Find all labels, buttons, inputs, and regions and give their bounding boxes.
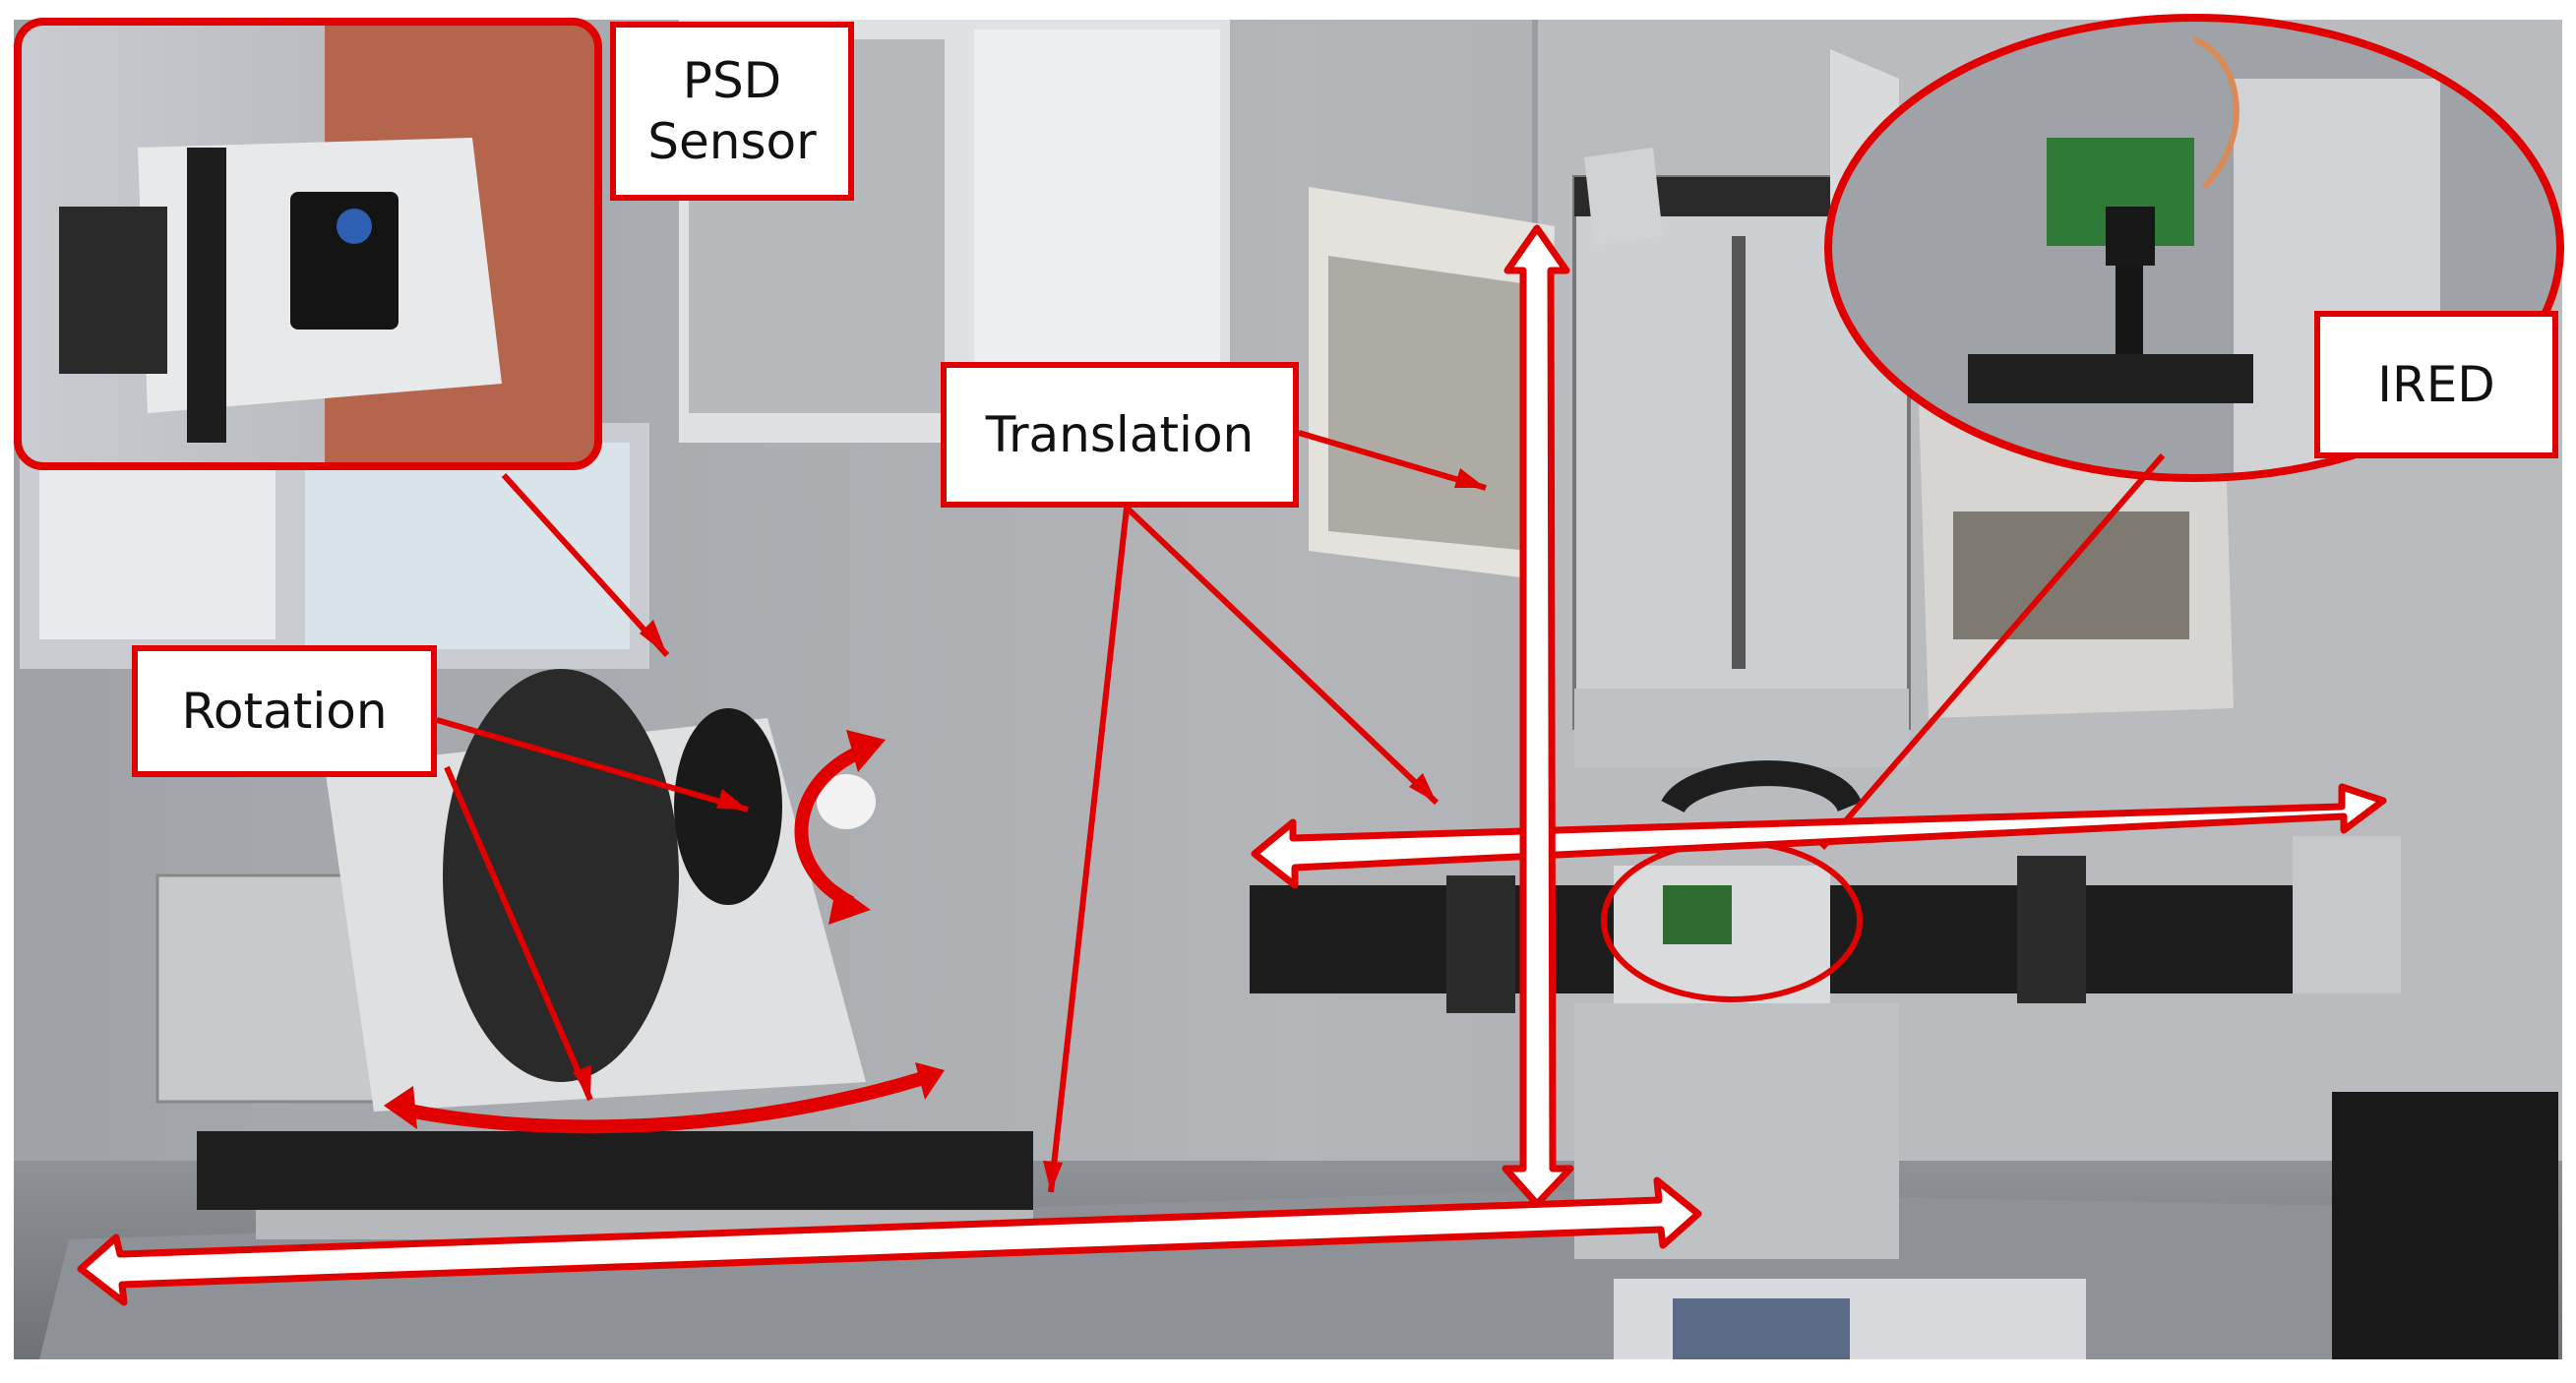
rotation-arrows [384,730,945,1134]
translation-arrow-horizontal-bench [77,1176,1702,1306]
ired-zoom-inset [1824,14,2564,482]
pointer-heads [573,468,1486,1192]
psd-sensor-label: PSD Sensor [610,22,854,201]
psd-label-line2: Sensor [647,113,817,170]
cable-chain [1661,760,1863,814]
translation-arrow-vertical [1502,224,1574,1208]
oscilloscope [1614,1279,2086,1359]
psd-sensor-inset [14,18,602,470]
rotation-label: Rotation [132,645,437,777]
ired-label: IRED [2314,311,2558,458]
pointer-lines [436,430,2166,1193]
translation-arrow-horizontal-gantry [1251,783,2387,889]
translation-label: Translation [941,362,1299,508]
xy-gantry [1250,49,2401,1259]
wall-map-poster [1309,187,1555,580]
psd-label-line1: PSD [682,51,782,109]
pc-tower [2332,1092,2558,1359]
